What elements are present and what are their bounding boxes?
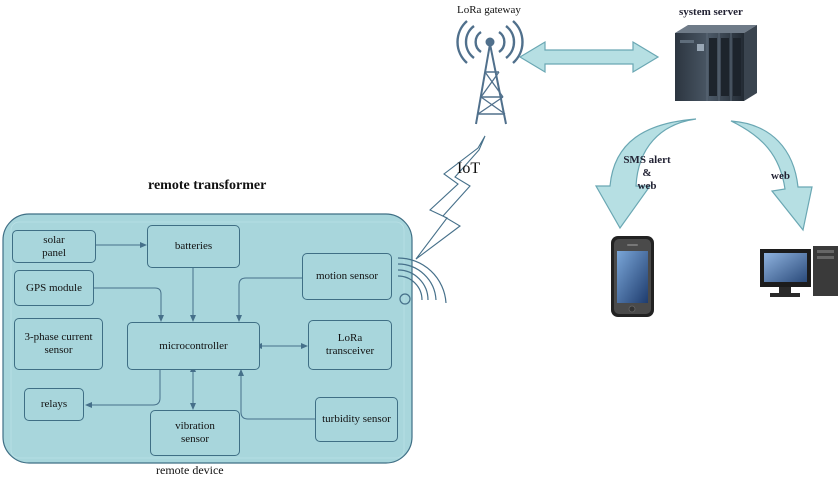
vibration-sensor-label-line2: sensor — [180, 433, 210, 445]
solar-panel-label-line1: solar — [43, 233, 65, 246]
current-sensor-label-line2: sensor — [44, 344, 73, 356]
web-label: web — [771, 170, 790, 182]
lightning-icon — [415, 135, 486, 260]
microcontroller-label: microcontroller — [159, 339, 228, 352]
arrow-turbidity-to-microcontroller — [238, 369, 315, 420]
current-sensor-label-line1: 3-phase current — [24, 331, 93, 343]
remote-transformer-title: remote transformer — [148, 178, 267, 193]
desktop-computer-icon — [760, 246, 838, 297]
tower-icon — [456, 20, 524, 125]
solar-panel-label-line2: panel — [42, 246, 66, 259]
vibration-sensor-label-line1: vibration — [175, 420, 215, 432]
arrow-motion-to-microcontroller — [236, 277, 302, 322]
gps-module-label: GPS module — [26, 281, 82, 294]
motion-sensor-block: motion sensor — [302, 253, 392, 300]
sms-alert-line1: SMS alert — [623, 154, 671, 166]
sms-alert-label: SMS alert & web — [616, 154, 678, 193]
lora-transceiver-label-line1: LoRa — [337, 332, 363, 344]
iot-label: IoT — [457, 160, 481, 177]
turbidity-sensor-label: turbidity sensor — [322, 413, 391, 425]
batteries-block: batteries — [147, 225, 240, 268]
lora-transceiver-label-line2: transceiver — [325, 345, 375, 357]
lora-gateway-label: LoRa gateway — [457, 4, 521, 16]
remote-device-inner-guide — [10, 221, 405, 459]
turbidity-sensor-block: turbidity sensor — [315, 397, 398, 442]
batteries-label: batteries — [174, 240, 213, 252]
system-server-label: system server — [679, 6, 743, 18]
server-to-phone-arrow — [594, 118, 697, 230]
remote-device-caption: remote device — [156, 463, 224, 477]
arrow-microcontroller-to-relays — [85, 370, 161, 408]
wireless-signal-icon — [397, 257, 447, 305]
gps-module-block: GPS module — [14, 270, 94, 306]
motion-sensor-label: motion sensor — [315, 270, 379, 282]
sms-alert-line2: & — [642, 167, 652, 179]
server-to-desktop-arrow — [730, 120, 813, 232]
arrow-gps-to-microcontroller — [94, 287, 164, 322]
relays-label: relays — [40, 398, 68, 410]
server-icon — [675, 25, 757, 101]
sms-alert-line3: web — [637, 180, 657, 192]
microcontroller-block: microcontroller — [127, 322, 260, 370]
gateway-server-double-arrow — [518, 40, 660, 74]
relays-block: relays — [24, 388, 84, 421]
smartphone-icon — [611, 236, 654, 317]
